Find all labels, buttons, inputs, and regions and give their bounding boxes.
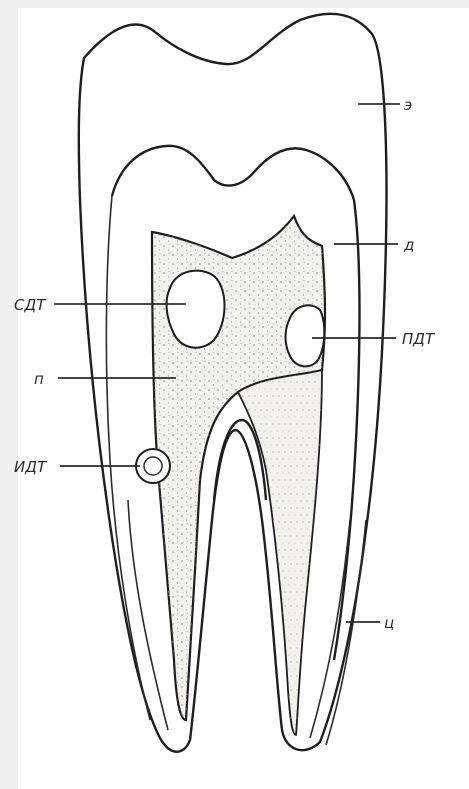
label-denticle-right: ПДТ <box>402 330 436 348</box>
label-enamel: э <box>404 96 412 114</box>
denticle-lower-left <box>136 449 170 483</box>
right-root-inner-wall <box>310 520 350 738</box>
right-canal-stipple <box>238 370 322 735</box>
label-denticle-upper-left: СДТ <box>14 296 47 314</box>
left-root-inner-wall <box>128 500 168 730</box>
label-cementum: ц <box>384 614 394 632</box>
dentin-boundary <box>112 146 360 660</box>
denticle-right <box>286 305 325 366</box>
label-denticle-lower-left: ИДТ <box>14 458 48 476</box>
denticle-upper-left <box>167 271 225 348</box>
label-pulp: п <box>34 370 44 388</box>
label-dentin: д <box>403 236 414 254</box>
